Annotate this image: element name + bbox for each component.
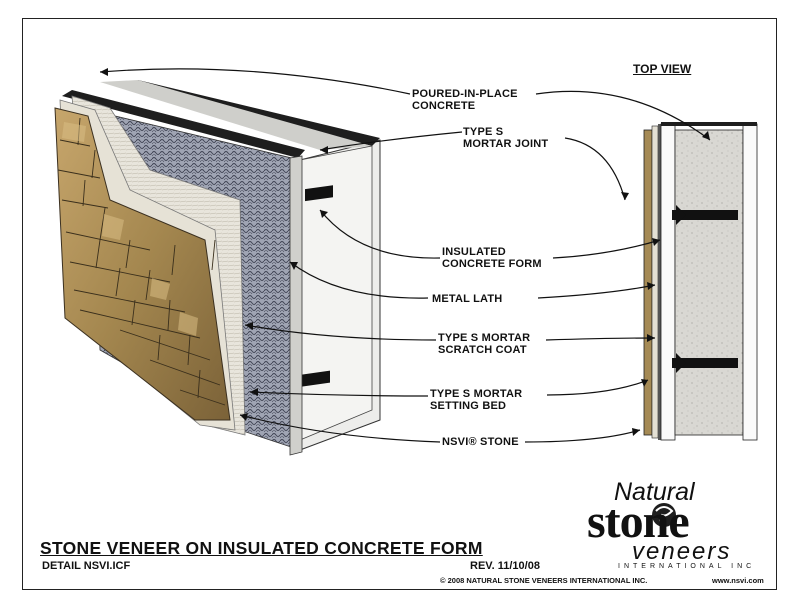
logo-mark xyxy=(652,503,676,527)
label-icf: INSULATED CONCRETE FORM xyxy=(442,246,542,270)
logo-intl-text: INTERNATIONAL INC xyxy=(618,563,756,570)
label-metal-lath: METAL LATH xyxy=(432,293,503,305)
drawing-border xyxy=(22,18,777,590)
form-ties xyxy=(300,185,333,387)
topview-concrete xyxy=(674,129,744,436)
copyright-notice: © 2008 NATURAL STONE VENEERS INTERNATION… xyxy=(440,576,648,585)
logo-veneers-text: veneers xyxy=(632,538,732,565)
label-poured-concrete: POURED-IN-PLACE CONCRETE xyxy=(412,88,518,112)
top-view-heading: TOP VIEW xyxy=(633,62,692,76)
topview-mortar xyxy=(651,125,659,439)
topview-lath xyxy=(658,124,661,440)
icf-front-edge xyxy=(289,155,303,456)
topview-ties xyxy=(672,205,738,373)
detail-number: DETAIL NSVI.ICF xyxy=(42,560,131,572)
stone-units xyxy=(57,117,226,406)
stone-veneer-face xyxy=(54,107,231,421)
logo-stone-text: stone xyxy=(587,495,690,548)
drawing-title: STONE VENEER ON INSULATED CONCRETE FORM xyxy=(40,538,483,558)
leader-arrowheads xyxy=(100,68,710,436)
label-stone: NSVI® STONE xyxy=(442,436,519,448)
website-link[interactable]: www.nsvi.com xyxy=(712,576,764,585)
leader-lines xyxy=(99,68,711,443)
icf-top-edge-front xyxy=(62,90,305,158)
concrete-core-top xyxy=(100,80,372,150)
topview-foam-inner xyxy=(742,123,758,441)
label-setting-bed: TYPE S MORTAR SETTING BED xyxy=(430,388,523,412)
topview-top-black xyxy=(661,122,757,126)
label-scratch-coat: TYPE S MORTAR SCRATCH COAT xyxy=(438,332,531,356)
logo-natural-text: Natural xyxy=(614,478,695,506)
revision-date: REV. 11/10/08 xyxy=(470,560,540,572)
topview-foam-outer xyxy=(660,123,676,441)
stone-highlights xyxy=(62,122,198,336)
label-mortar-joint: TYPE S MORTAR JOINT xyxy=(463,126,549,150)
